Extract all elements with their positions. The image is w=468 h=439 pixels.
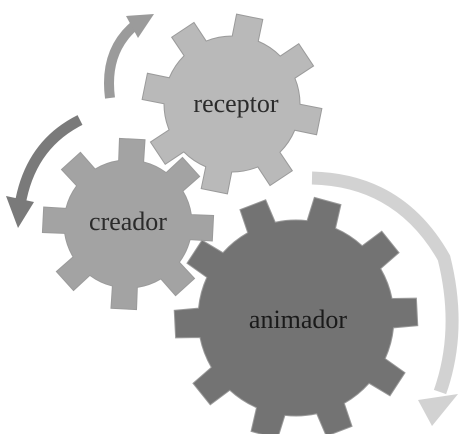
gear-creador: creador	[41, 137, 215, 311]
gear-animador: animador	[173, 196, 419, 439]
arrow-right-arc	[311, 171, 459, 395]
gear-receptor: receptor	[141, 13, 323, 195]
arrow-top	[104, 14, 154, 99]
arrow-top-head	[126, 14, 154, 38]
gear-animador-shape	[173, 196, 419, 439]
gear-animador-label: animador	[249, 305, 348, 334]
arrow-left-head	[6, 196, 34, 228]
gear-creador-label: creador	[89, 207, 167, 236]
arrow-right-head	[418, 394, 458, 426]
arrow-left	[6, 115, 83, 228]
arrow-top-arc	[104, 22, 138, 99]
gear-creador-shape	[41, 137, 215, 311]
gear-receptor-label: receptor	[193, 89, 279, 118]
gear-receptor-shape	[141, 13, 323, 195]
arrow-left-arc	[14, 115, 83, 206]
arrow-right	[311, 171, 459, 426]
